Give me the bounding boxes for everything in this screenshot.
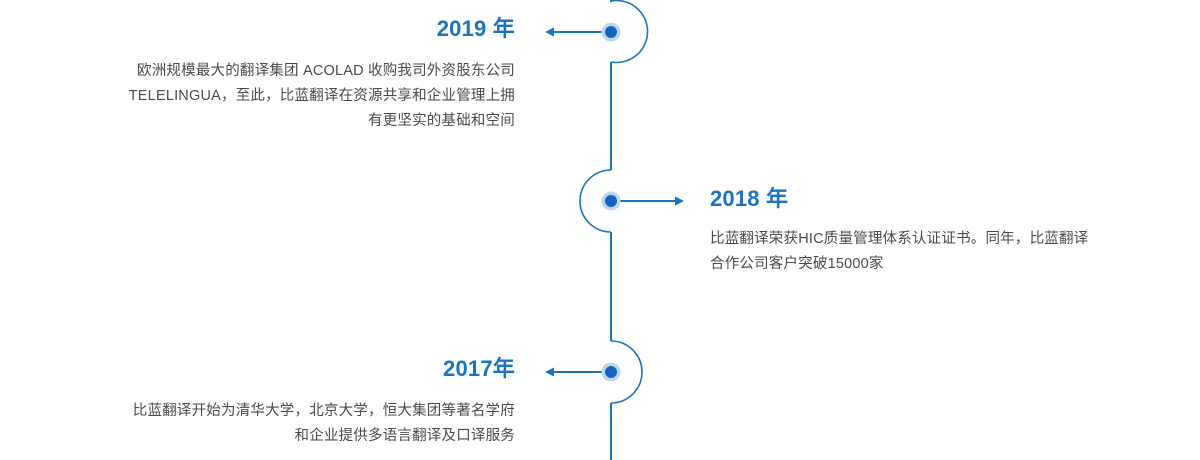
event-body-line: TELELINGUA，至此，比蓝翻译在资源共享和企业管理上拥 <box>128 88 515 104</box>
timeline-event-2019: 2019 年 欧洲规模最大的翻译集团 ACOLAD 收购我司外资股东公司 TEL… <box>15 16 515 134</box>
event-body-line: 合作公司客户突破15000家 <box>710 256 884 272</box>
timeline-event-2017: 2017年 比蓝翻译开始为清华大学，北京大学，恒大集团等著名学府 和企业提供多语… <box>15 356 515 449</box>
node-curve-2018 <box>579 169 612 233</box>
node-dot-halo-2017 <box>601 362 621 382</box>
event-body-line: 和企业提供多语言翻译及口译服务 <box>294 428 515 444</box>
node-dot-halo-2019 <box>601 22 621 42</box>
node-curve-2017 <box>610 340 643 404</box>
node-dot-2017 <box>605 366 617 378</box>
node-dot-2018 <box>605 195 617 207</box>
node-curve-2019 <box>610 0 649 64</box>
event-body-line: 比蓝翻译荣获HIC质量管理体系认证证书。同年，比蓝翻译 <box>710 231 1089 247</box>
arrow-right-icon-2018 <box>675 196 684 206</box>
arrow-left-icon-2019 <box>545 27 554 37</box>
node-dot-2019 <box>605 26 617 38</box>
event-body-2019: 欧洲规模最大的翻译集团 ACOLAD 收购我司外资股东公司 TELELINGUA… <box>15 59 515 134</box>
event-year-2017: 2017年 <box>443 356 515 381</box>
event-body-2018: 比蓝翻译荣获HIC质量管理体系认证证书。同年，比蓝翻译 合作公司客户突破1500… <box>710 227 1190 277</box>
event-year-2018: 2018 年 <box>710 186 789 211</box>
node-dot-halo-2018 <box>601 191 621 211</box>
event-year-2019: 2019 年 <box>436 16 515 41</box>
event-body-line: 比蓝翻译开始为清华大学，北京大学，恒大集团等著名学府 <box>132 403 515 419</box>
arrow-left-icon-2017 <box>545 367 554 377</box>
event-body-line: 欧洲规模最大的翻译集团 ACOLAD 收购我司外资股东公司 <box>137 63 515 79</box>
timeline-event-2018: 2018 年 比蓝翻译荣获HIC质量管理体系认证证书。同年，比蓝翻译 合作公司客… <box>710 186 1190 277</box>
event-body-2017: 比蓝翻译开始为清华大学，北京大学，恒大集团等著名学府 和企业提供多语言翻译及口译… <box>15 399 515 449</box>
event-body-line: 有更坚实的基础和空间 <box>368 113 515 129</box>
